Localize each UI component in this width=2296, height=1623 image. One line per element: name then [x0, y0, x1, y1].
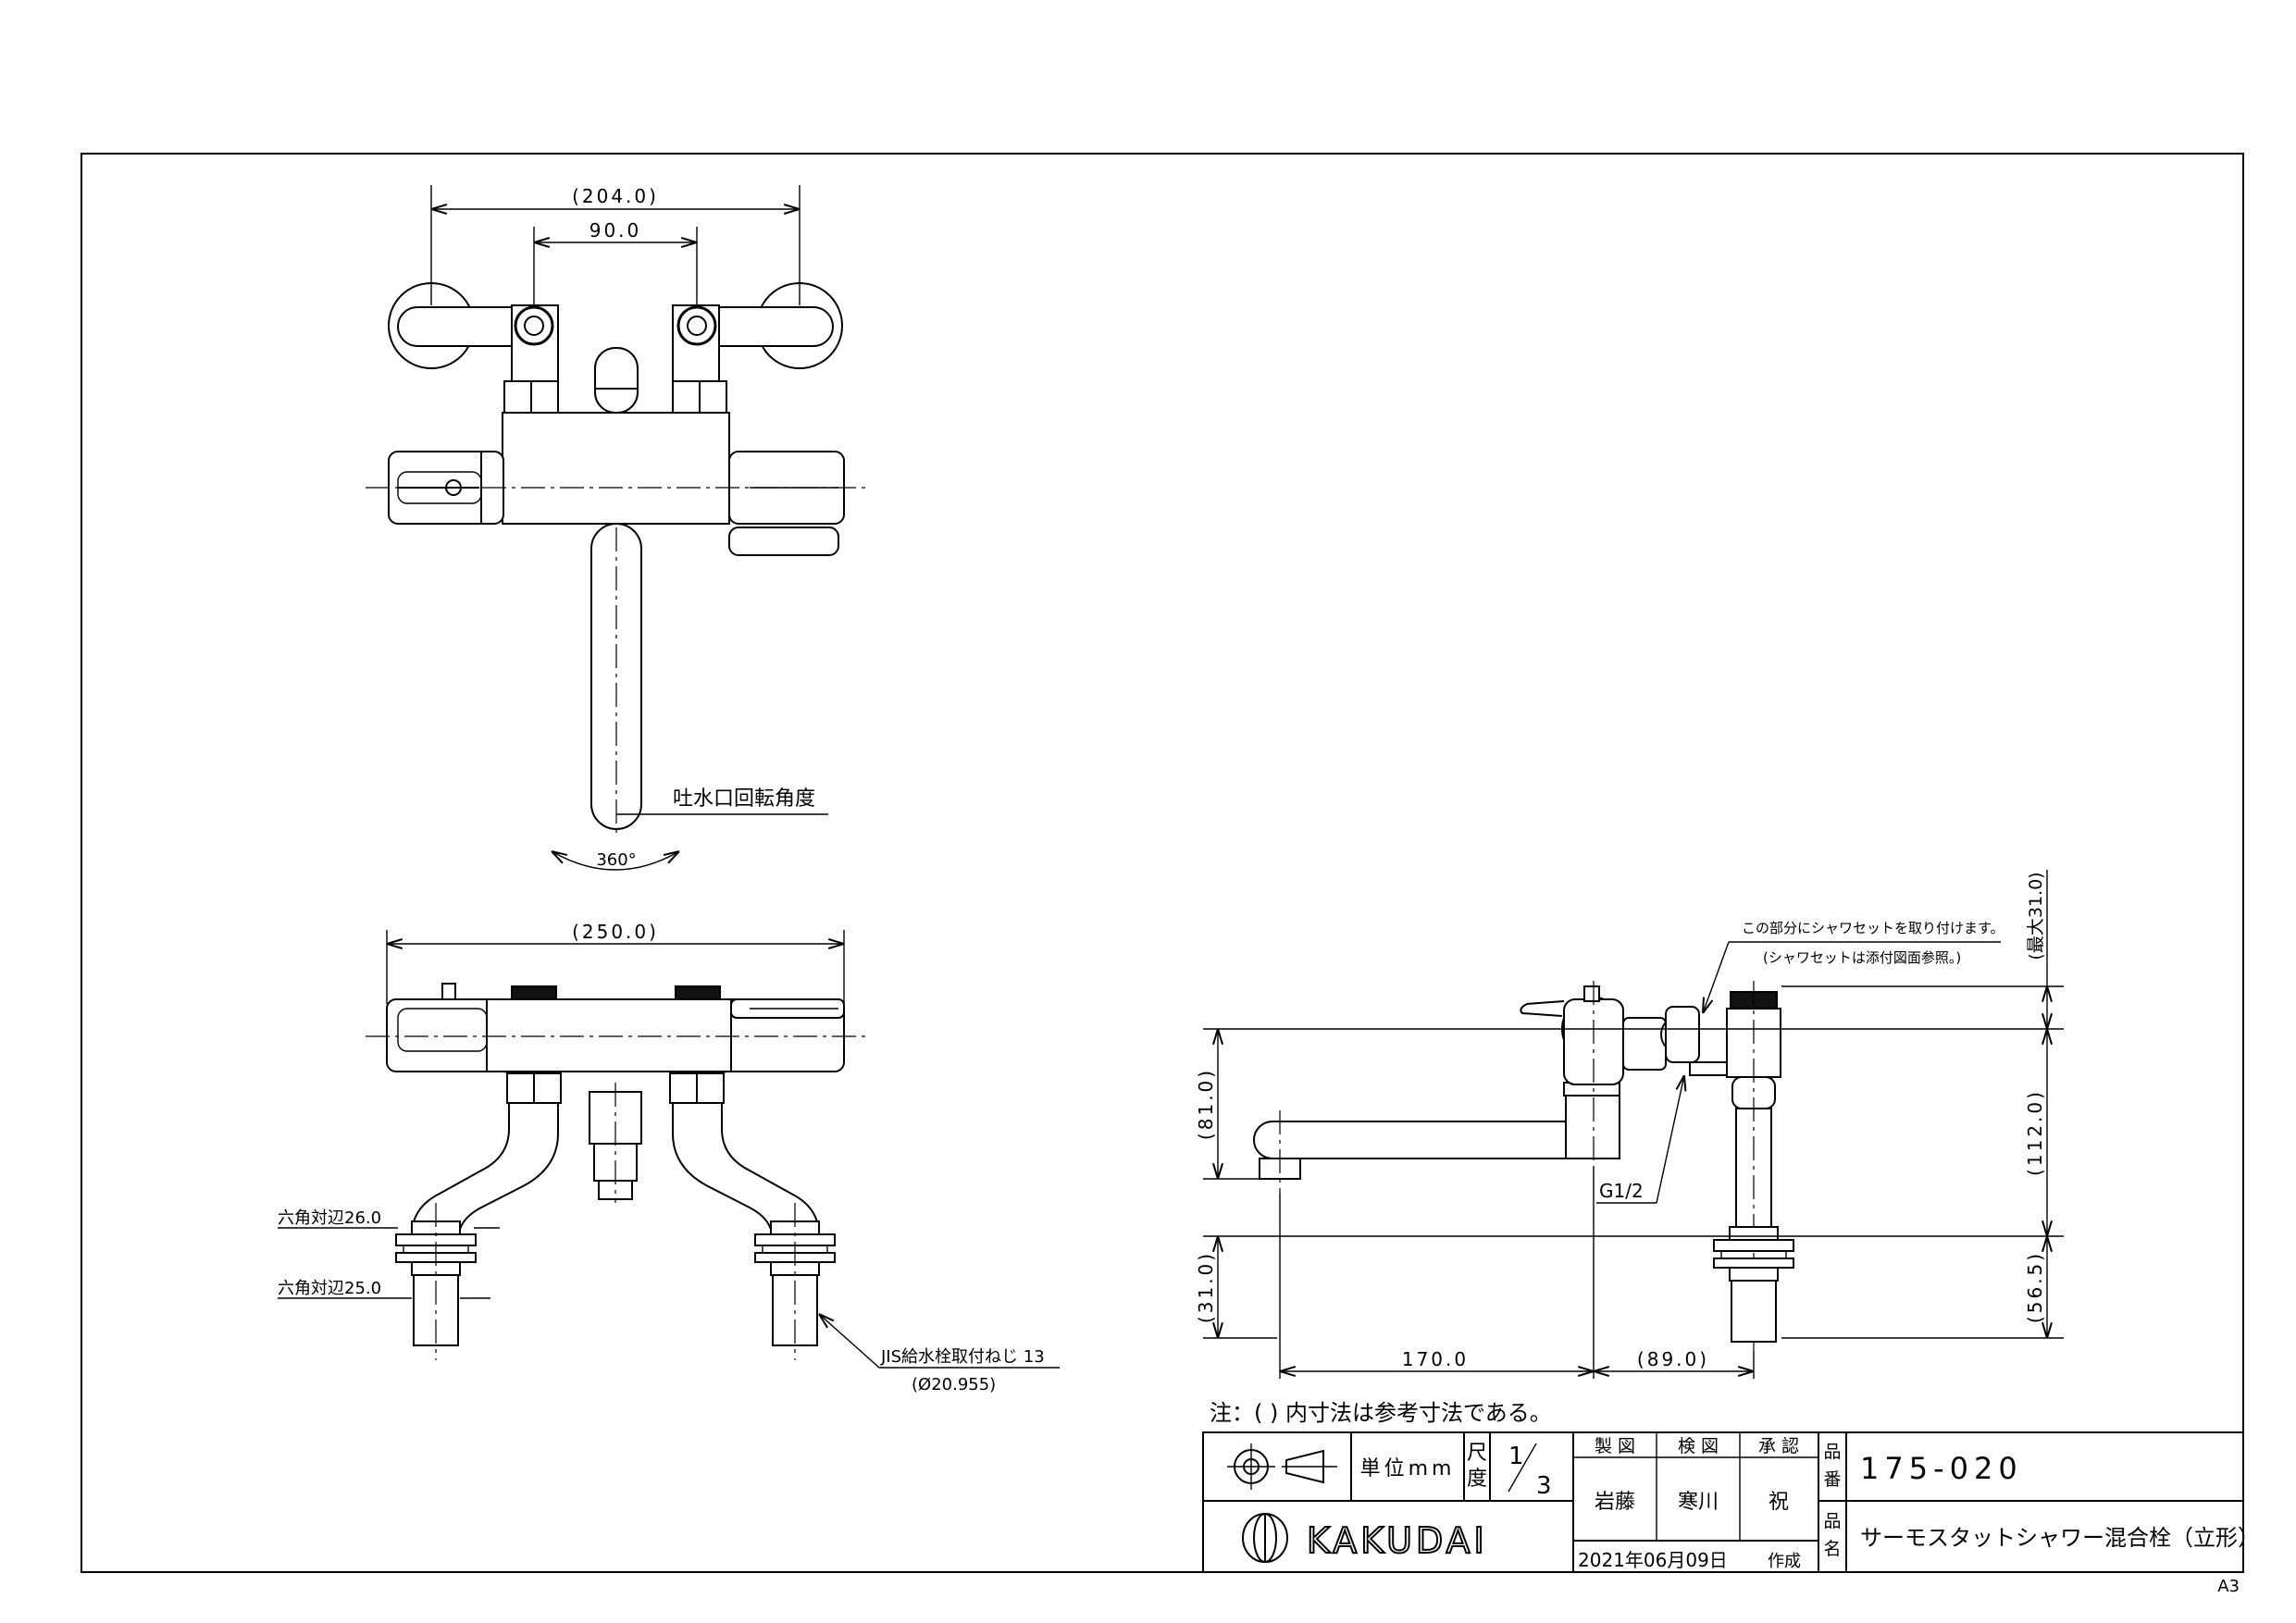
label-spout-rotation: 吐水口回転角度 [673, 787, 815, 811]
side-view: (81.0) (31.0) (最大31.0) (112.0) (56.5) 17… [1195, 870, 2064, 1379]
scale-label-2: 度 [1467, 1468, 1487, 1491]
dim-top-overall: (204.0) [572, 185, 659, 207]
drawn-by: 岩藤 [1595, 1491, 1635, 1514]
part-no-label-1: 品 [1823, 1442, 1841, 1462]
part-name-label-1: 品 [1823, 1511, 1841, 1531]
projection-symbol-icon [1227, 1443, 1337, 1490]
dim-side-spout: 170.0 [1402, 1348, 1469, 1370]
dim-side-81: (81.0) [1195, 1068, 1217, 1140]
dim-side-31: (31.0) [1195, 1251, 1217, 1323]
drawing-date: 2021年06月09日 [1578, 1549, 1728, 1571]
created-label: 作成 [1768, 1552, 1801, 1571]
label-g-thread: G1/2 [1599, 1180, 1644, 1202]
part-name: サーモスタットシャワー混合栓（立形） [1860, 1525, 2260, 1551]
approved-label: 承 認 [1758, 1436, 1799, 1456]
label-jis-diameter: (Ø20.955) [912, 1375, 996, 1394]
unit-label: 単位mm [1360, 1457, 1456, 1481]
dim-top-pitch: 90.0 [590, 219, 642, 242]
dim-side-56: (56.5) [2024, 1251, 2046, 1323]
dim-rotation-angle: 360° [596, 850, 636, 870]
dim-side-shower-offset: (89.0) [1637, 1348, 1709, 1370]
part-no-label-2: 番 [1823, 1469, 1841, 1490]
scale-label-1: 尺 [1467, 1442, 1487, 1465]
part-no: 175-020 [1860, 1451, 2023, 1486]
title-block: 単位mm 尺 度 1 3 製 図 検 図 承 認 岩藤 寒川 祝 品 番 175… [1202, 1431, 2260, 1573]
scale-den: 3 [1536, 1472, 1552, 1500]
drawing-frame [81, 153, 2244, 1573]
dim-front-overall: (250.0) [572, 921, 659, 943]
label-hex-25: 六角対辺25.0 [278, 1279, 381, 1298]
part-name-label-2: 名 [1823, 1539, 1841, 1559]
approved-by: 祝 [1769, 1491, 1789, 1514]
top-view: (204.0) 90.0 [366, 185, 865, 871]
label-jis-thread: JIS給水栓取付ねじ 13 [880, 1347, 1045, 1367]
company-name: KAKUDAI [1307, 1520, 1488, 1561]
drawing-note: 注：( ) 内寸法は参考寸法である。 [1210, 1400, 1552, 1426]
dim-side-112: (112.0) [2024, 1089, 2046, 1176]
checked-label: 検 図 [1678, 1436, 1719, 1456]
label-hex-26: 六角対辺26.0 [278, 1208, 381, 1228]
scale-num: 1 [1508, 1443, 1524, 1470]
front-view: (250.0) [278, 921, 1060, 1394]
label-shower-note-1: この部分にシャワセットを取り付けます。 [1742, 920, 2004, 936]
company-logo: KAKUDAI [1242, 1513, 1488, 1563]
label-shower-note-2: (シャワセットは添付図面参照。) [1763, 949, 1961, 966]
dim-side-max31: (最大31.0) [2026, 872, 2046, 960]
drawn-label: 製 図 [1595, 1436, 1635, 1456]
checked-by: 寒川 [1678, 1491, 1719, 1514]
sheet-size: A3 [2217, 1577, 2240, 1596]
